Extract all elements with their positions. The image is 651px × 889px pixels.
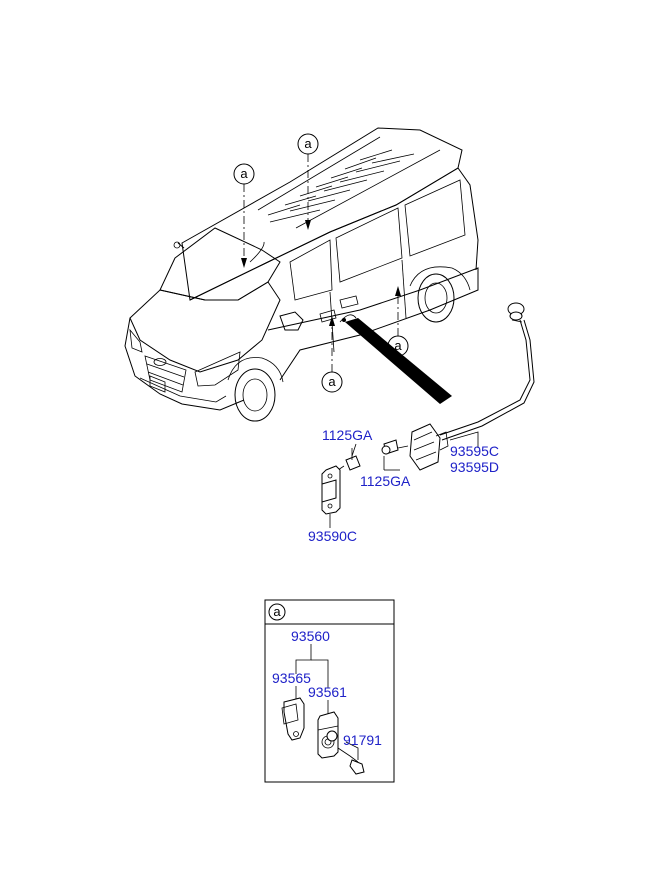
callout-letter-roof-left: a xyxy=(240,166,248,181)
label-93595c: 93595C xyxy=(450,443,499,459)
label-93565: 93565 xyxy=(272,670,311,686)
label-91791: 91791 xyxy=(343,732,382,748)
label-93561: 93561 xyxy=(308,684,347,700)
callout-group-front-door: a xyxy=(321,316,343,393)
callout-letter-rear-door: a xyxy=(394,338,402,353)
callout-group-roof-center: a xyxy=(297,133,319,230)
label-1125ga-upper: 1125GA xyxy=(322,427,373,443)
callout-letter-front-door: a xyxy=(328,374,336,389)
leader-1125ga-upper xyxy=(351,443,357,457)
callout-group-rear-door: a xyxy=(387,286,409,357)
detail-box: a xyxy=(264,599,395,783)
callout-group-roof-left: a xyxy=(233,163,265,268)
leader-93595 xyxy=(449,431,479,448)
label-93590c: 93590C xyxy=(308,528,357,544)
bolt-upper-group xyxy=(337,448,361,471)
door-switch-93590c xyxy=(321,465,341,528)
leader-wedge xyxy=(345,318,452,404)
callout-letter-roof-center: a xyxy=(304,136,312,151)
bolt-lower-group xyxy=(381,439,409,471)
label-1125ga-lower: 1125GA xyxy=(360,473,411,489)
van-illustration xyxy=(124,127,479,422)
wiring-harness xyxy=(439,302,535,441)
label-93595d: 93595D xyxy=(450,459,499,475)
detail-callout-letter: a xyxy=(273,604,281,619)
label-93560: 93560 xyxy=(291,628,330,644)
switch-module xyxy=(409,423,449,471)
